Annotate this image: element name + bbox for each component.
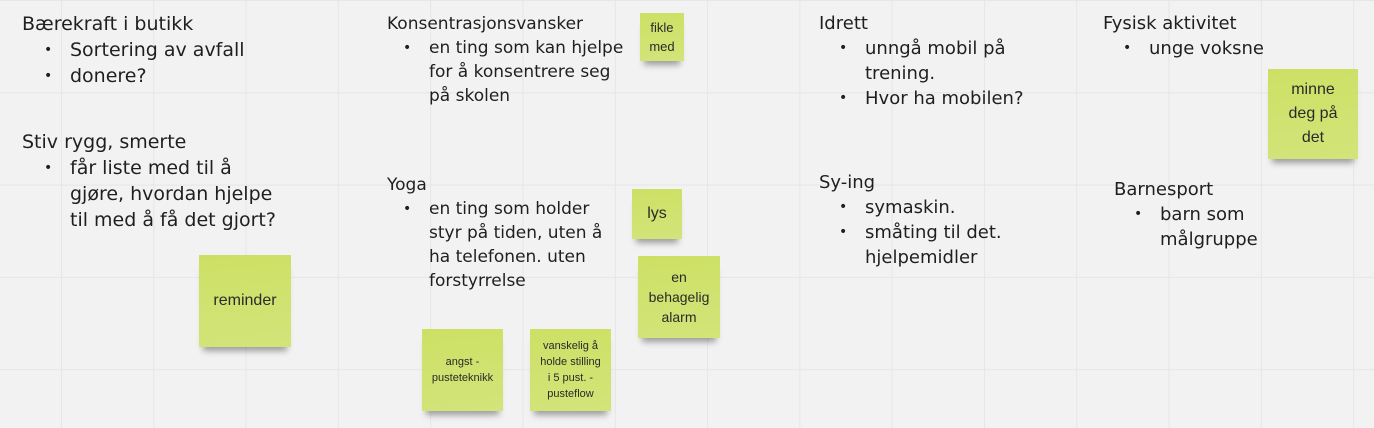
sticky-note-lys[interactable]: lys	[632, 189, 682, 239]
bullet-item: barn som målgruppe	[1134, 202, 1274, 252]
text-block-yoga[interactable]: Yoga en ting som holder styr på tiden, u…	[387, 173, 627, 293]
bullet-item: småting til det. hjelpemidler	[839, 220, 1069, 270]
bullet-list: får liste med til å gjøre, hvordan hjelp…	[22, 155, 284, 233]
sticky-note-text: minne deg på det	[1288, 81, 1338, 146]
text-block-heading: Yoga	[387, 175, 427, 195]
sticky-note-text: lys	[647, 205, 667, 222]
text-block-stiv-rygg[interactable]: Stiv rygg, smerte får liste med til å gj…	[22, 129, 284, 233]
text-block-barnesport[interactable]: Barnesport barn som målgruppe	[1114, 177, 1274, 252]
bullet-item: får liste med til å gjøre, hvordan hjelp…	[44, 155, 284, 233]
bullet-item: Sortering av avfall	[44, 37, 322, 63]
text-block-heading: Idrett	[819, 13, 868, 34]
bullet-item: unge voksne	[1123, 36, 1343, 61]
bullet-item: en ting som holder styr på tiden, uten å…	[403, 197, 627, 293]
bullet-item: unngå mobil på trening.	[839, 36, 1069, 86]
bullet-item: symaskin.	[839, 195, 1069, 220]
sticky-note-fikle-med[interactable]: fikle med	[640, 13, 684, 61]
bullet-list: en ting som holder styr på tiden, uten å…	[387, 197, 627, 293]
text-block-heading: Sy-ing	[819, 172, 876, 193]
bullet-list: unge voksne	[1103, 36, 1343, 61]
bullet-item: donere?	[44, 63, 322, 89]
text-block-konsentrasjonsvansker[interactable]: Konsentrasjonsvansker en ting som kan hj…	[387, 12, 627, 108]
bullet-list: unngå mobil på trening. Hvor ha mobilen?	[819, 36, 1069, 111]
bullet-list: symaskin. småting til det. hjelpemidler	[819, 195, 1069, 270]
text-block-sy-ing[interactable]: Sy-ing symaskin. småting til det. hjelpe…	[819, 170, 1069, 270]
bullet-list: barn som målgruppe	[1114, 202, 1274, 252]
text-block-heading: Konsentrasjonsvansker	[387, 14, 584, 34]
text-block-heading: Barnesport	[1114, 179, 1214, 200]
text-block-heading: Stiv rygg, smerte	[22, 131, 187, 153]
bullet-item: en ting som kan hjelpe for å konsentrere…	[403, 36, 627, 108]
sticky-note-text: en behagelig alarm	[648, 269, 710, 325]
sticky-note-text: reminder	[213, 292, 277, 309]
sticky-note-text: fikle med	[649, 20, 675, 54]
sticky-note-behagelig-alarm[interactable]: en behagelig alarm	[638, 256, 720, 338]
text-block-fysisk-aktivitet[interactable]: Fysisk aktivitet unge voksne	[1103, 11, 1343, 61]
text-block-baerekraft[interactable]: Bærekraft i butikk Sortering av avfall d…	[22, 11, 322, 89]
bullet-list: en ting som kan hjelpe for å konsentrere…	[387, 36, 627, 108]
text-block-heading: Fysisk aktivitet	[1103, 13, 1237, 34]
text-block-heading: Bærekraft i butikk	[22, 13, 194, 35]
sticky-note-text: vanskelig å holde stilling i 5 pust. - p…	[540, 340, 601, 400]
bullet-list: Sortering av avfall donere?	[22, 37, 322, 89]
sticky-note-angst-pusteteknikk[interactable]: angst - pusteteknikk	[422, 329, 503, 411]
sticky-note-text: angst - pusteteknikk	[431, 356, 494, 384]
sticky-note-minne-deg[interactable]: minne deg på det	[1268, 69, 1358, 159]
sticky-note-vanskelig-stilling[interactable]: vanskelig å holde stilling i 5 pust. - p…	[530, 329, 611, 411]
bullet-item: Hvor ha mobilen?	[839, 86, 1069, 111]
sticky-note-reminder[interactable]: reminder	[199, 255, 291, 347]
text-block-idrett[interactable]: Idrett unngå mobil på trening. Hvor ha m…	[819, 11, 1069, 111]
